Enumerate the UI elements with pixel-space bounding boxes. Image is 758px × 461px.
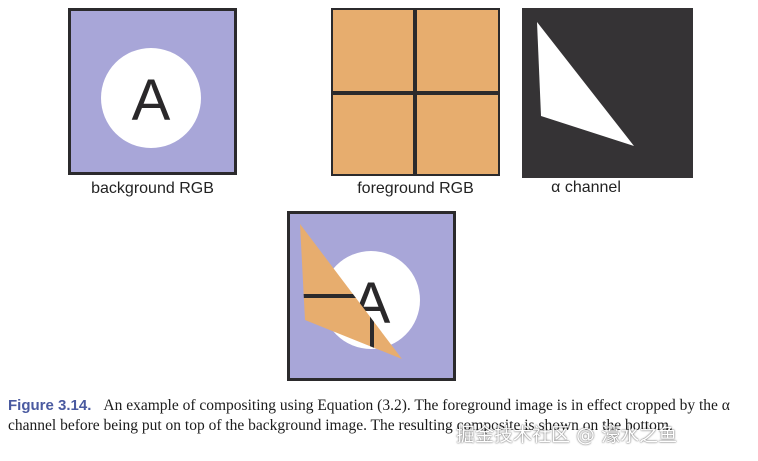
figure-number: Figure 3.14. [8,397,92,414]
foreground-rgb-label: foreground RGB [357,180,474,197]
foreground-rgb-image [331,8,500,176]
background-rgb-image: A [68,8,237,175]
alpha-channel-label: α channel [551,179,621,196]
caption-text: An example of compositing using Equation… [8,397,730,434]
alpha-channel-image [522,8,693,178]
composite-image: A [287,211,456,381]
alpha-channel-graphic [522,8,693,178]
background-glyph: A [132,68,171,133]
watermark: 掘金技术社区 @ 濠水之鱼 [456,424,678,446]
alpha-triangle [537,22,634,146]
figure-caption: Figure 3.14.An example of compositing us… [8,396,750,436]
background-rgb-graphic: A [68,8,237,175]
composite-graphic: A [287,211,456,381]
background-rgb-label: background RGB [91,180,214,197]
foreground-rgb-graphic [331,8,500,176]
white-circle [101,48,201,148]
